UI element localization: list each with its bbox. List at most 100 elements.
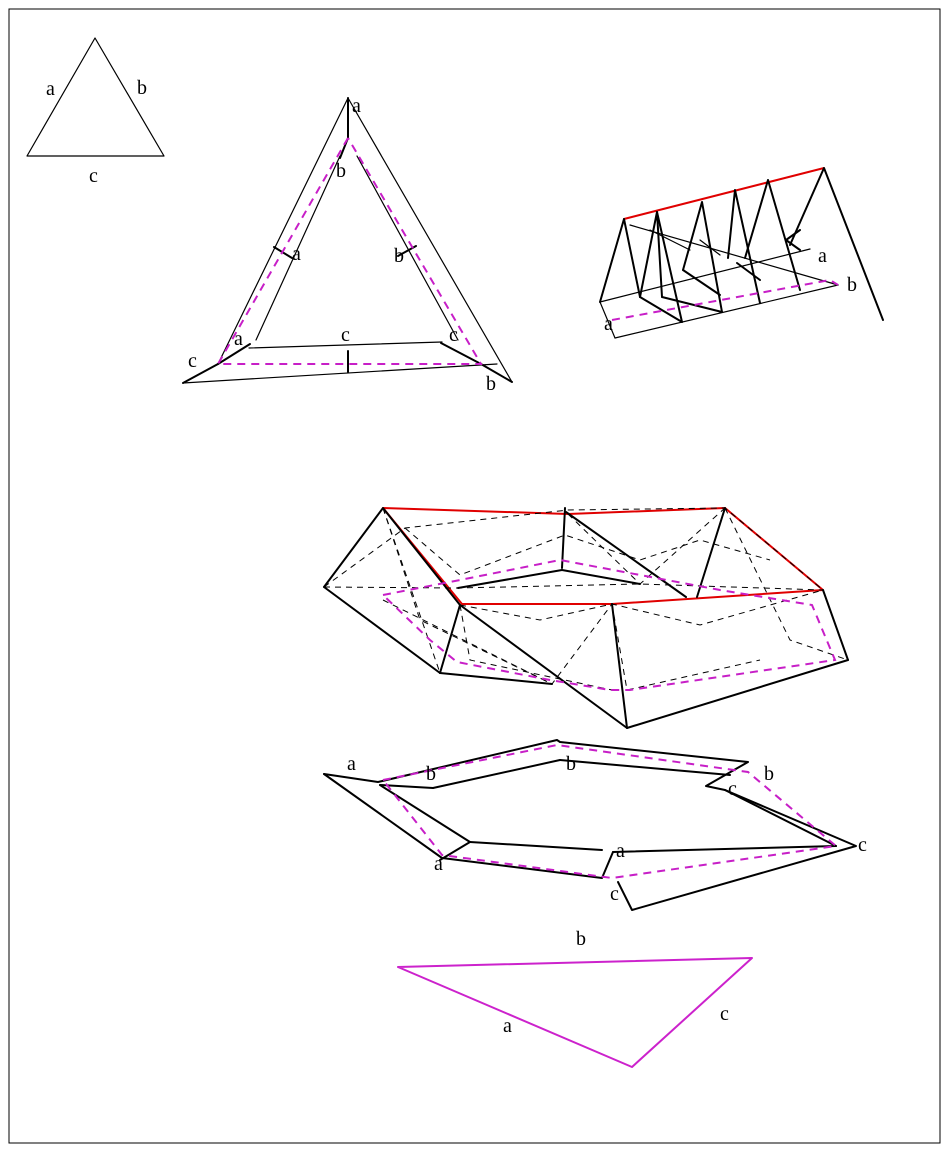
band-label-corner-c: c	[188, 350, 197, 372]
ref-label-b: b	[137, 77, 147, 99]
prism-fin-1	[639, 211, 663, 298]
hex-inner-right	[724, 789, 837, 847]
result-triangle-outline	[397, 957, 753, 1068]
hex-label-a2: a	[616, 840, 625, 862]
ring-hidden-4	[382, 599, 613, 685]
hex-inner-bottom-right	[612, 845, 837, 853]
prism-fin-2	[682, 201, 723, 313]
band-label-corner-c2: c	[449, 324, 458, 346]
band-label-mid-c: c	[341, 324, 350, 346]
prism-label-b-right: b	[847, 274, 857, 296]
prism-dashed-path	[611, 278, 839, 321]
ring-front-bottom-1	[439, 672, 553, 685]
band-label-top-b: b	[336, 160, 346, 182]
ring-back-fold	[561, 507, 566, 569]
hex-label-b3: b	[764, 763, 774, 785]
prism-label-a-right: a	[818, 245, 827, 267]
hex-inner-bottom	[469, 841, 603, 851]
prism-label-a-left: a	[604, 313, 613, 335]
band-corner-left-fold	[217, 343, 251, 365]
ring-hidden-9	[459, 604, 613, 691]
ring-hidden-3	[382, 507, 441, 674]
band-outer-bottom	[182, 363, 498, 384]
prism-left-base	[599, 301, 616, 339]
band-label-mid-b: b	[394, 245, 404, 267]
ref-label-c: c	[89, 165, 98, 187]
band-corner-right-extend	[480, 363, 513, 383]
prism-inner-4	[736, 262, 761, 281]
ring-back-diag	[565, 511, 687, 598]
reference-triangle-outline	[26, 37, 165, 157]
ring-hidden-1	[323, 507, 849, 661]
band-triangle: a b a b c a c c b	[182, 95, 513, 395]
hex-outline-main	[323, 739, 857, 911]
ring-hidden-8	[724, 507, 849, 661]
ring-inner-edge-2	[561, 569, 641, 585]
ring-front-bottom-2	[626, 659, 849, 729]
band-label-corner-a: a	[234, 328, 243, 350]
result-triangle: b a c	[397, 928, 753, 1068]
ring-dashed-path	[382, 558, 837, 691]
ring-hidden-7	[567, 507, 726, 585]
band-dashed-path	[216, 137, 483, 365]
hex-outline-left-bottom	[323, 773, 614, 879]
folded-ring	[323, 507, 849, 729]
band-outer-right	[347, 97, 513, 383]
band-label-corner-b: b	[486, 373, 496, 395]
prism-fin-3	[727, 189, 761, 304]
ring-left-front	[439, 604, 461, 674]
prism-inner-3	[682, 269, 721, 296]
hex-label-a3: a	[434, 853, 443, 875]
hex-corner-fold	[439, 841, 471, 861]
ring-hidden-11	[404, 527, 771, 576]
ring-inner-edge-1	[457, 569, 563, 589]
hex-label-c3: c	[610, 883, 619, 905]
prism-inner-2	[661, 296, 723, 313]
prism-inner-5	[785, 229, 801, 241]
page-frame	[8, 8, 941, 1144]
hex-label-c2: c	[858, 834, 867, 856]
ring-hidden-6	[382, 507, 553, 685]
ref-label-a: a	[46, 78, 55, 100]
band-corner-right-fold	[440, 342, 482, 365]
ring-hidden-10	[611, 603, 761, 691]
hex-label-b1: b	[426, 763, 436, 785]
band-label-mid-a: a	[292, 243, 301, 265]
prism-left-triangle	[599, 218, 641, 303]
prism-inner-1	[639, 296, 683, 323]
hex-label-c1: c	[728, 778, 737, 800]
hex-inner-top-1	[432, 759, 561, 789]
band-inner-left	[255, 155, 341, 341]
result-label-c: c	[720, 1003, 729, 1025]
ring-front-diag	[459, 604, 628, 729]
hex-inner-top-2	[559, 759, 731, 776]
ring-left-fin	[323, 507, 461, 606]
band-corner-left-extend	[182, 363, 219, 384]
result-label-b: b	[576, 928, 586, 950]
prism-inner-8	[649, 229, 691, 251]
hex-dashed-path	[382, 743, 839, 880]
ring-back-right-fold	[696, 507, 726, 598]
prism-front-base	[614, 284, 839, 339]
prism-top-red-edge	[623, 167, 825, 220]
ring-left-lower	[323, 586, 441, 674]
band-inner-right	[356, 155, 459, 341]
result-label-a: a	[503, 1015, 512, 1037]
reference-triangle: a b c	[26, 37, 165, 187]
prism-fin-1b	[656, 211, 683, 323]
prism-inner-7	[699, 239, 721, 256]
prism-diagonal	[629, 224, 839, 286]
hex-label-b2: b	[566, 753, 576, 775]
hex-label-a1: a	[347, 753, 356, 775]
prism-fin-4	[744, 179, 801, 291]
prism-inner-6	[785, 239, 801, 251]
ring-hidden-2	[323, 583, 824, 591]
prism-back-base	[599, 248, 811, 303]
hex-inner-top-0	[379, 784, 434, 789]
folded-prism: a a b	[599, 167, 884, 339]
ring-front-mid	[611, 603, 628, 729]
flat-hexagon-band: a b b b c c a a c	[323, 739, 867, 911]
ring-hidden-5	[459, 589, 824, 626]
